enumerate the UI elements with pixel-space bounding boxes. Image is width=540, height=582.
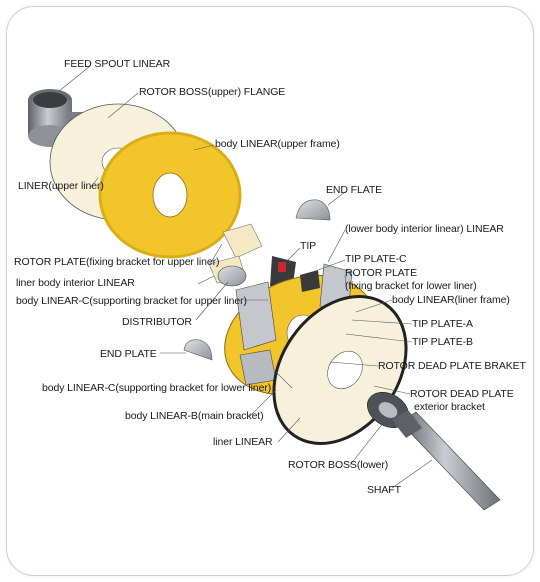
label-body-linear-upper-frame: body LINEAR(upper frame) (215, 138, 340, 150)
label-body-linear-liner-frame: body LINEAR(liner frame) (392, 294, 510, 306)
label-liner-upper: LINER(upper liner) (18, 180, 104, 192)
label-body-linear-c-upper: body LINEAR-C(supporting bracket for upp… (16, 295, 247, 307)
label-end-plate: END PLATE (100, 348, 157, 360)
label-rotor-plate-lower-1: ROTOR PLATE (345, 267, 418, 279)
end-plate-bottom (183, 339, 213, 361)
end-plate-top (295, 199, 331, 221)
distributor-part (217, 265, 247, 287)
body-linear-upper-frame (98, 131, 242, 259)
label-tip-plate-a: TIP PLATE-A (412, 318, 473, 330)
label-tip-plate-c: TIP PLATE-C (345, 253, 407, 265)
label-rotor-boss-upper-flange: ROTOR BOSS(upper) FLANGE (139, 86, 286, 98)
label-body-linear-c-lower: body LINEAR-C(supporting bracket for low… (42, 382, 272, 394)
shaft-part (392, 410, 501, 511)
label-rotor-plate-upper: ROTOR PLATE(fixing bracket for upper lin… (14, 256, 220, 268)
label-distributor: DISTRIBUTOR (122, 316, 192, 328)
label-rotor-plate-lower-2: (fixing bracket for lower liner) (345, 280, 477, 292)
label-rotor-dead-plate-1: ROTOR DEAD PLATE (410, 388, 514, 400)
label-rotor-dead-plate-braket: ROTOR DEAD PLATE BRAKET (378, 360, 526, 372)
label-shaft: SHAFT (367, 484, 401, 496)
label-rotor-boss-lower: ROTOR BOSS(lower) (288, 459, 389, 471)
label-tip: TIP (300, 240, 317, 252)
label-tip-plate-b: TIP PLATE-B (412, 336, 473, 348)
label-liner-body-interior: liner body interior LINEAR (16, 277, 135, 289)
label-feed-spout-linear: FEED SPOUT LINEAR (64, 58, 171, 70)
label-lower-body-interior-linear: (lower body interior linear) LINEAR (345, 223, 504, 235)
label-end-flate: END FLATE (326, 184, 383, 196)
leader-lines (57, 65, 433, 489)
label-body-linear-b: body LINEAR-B(main bracket) (125, 410, 264, 422)
label-liner-linear: liner LINEAR (213, 436, 273, 448)
label-rotor-dead-plate-2: exterior bracket (414, 401, 485, 413)
